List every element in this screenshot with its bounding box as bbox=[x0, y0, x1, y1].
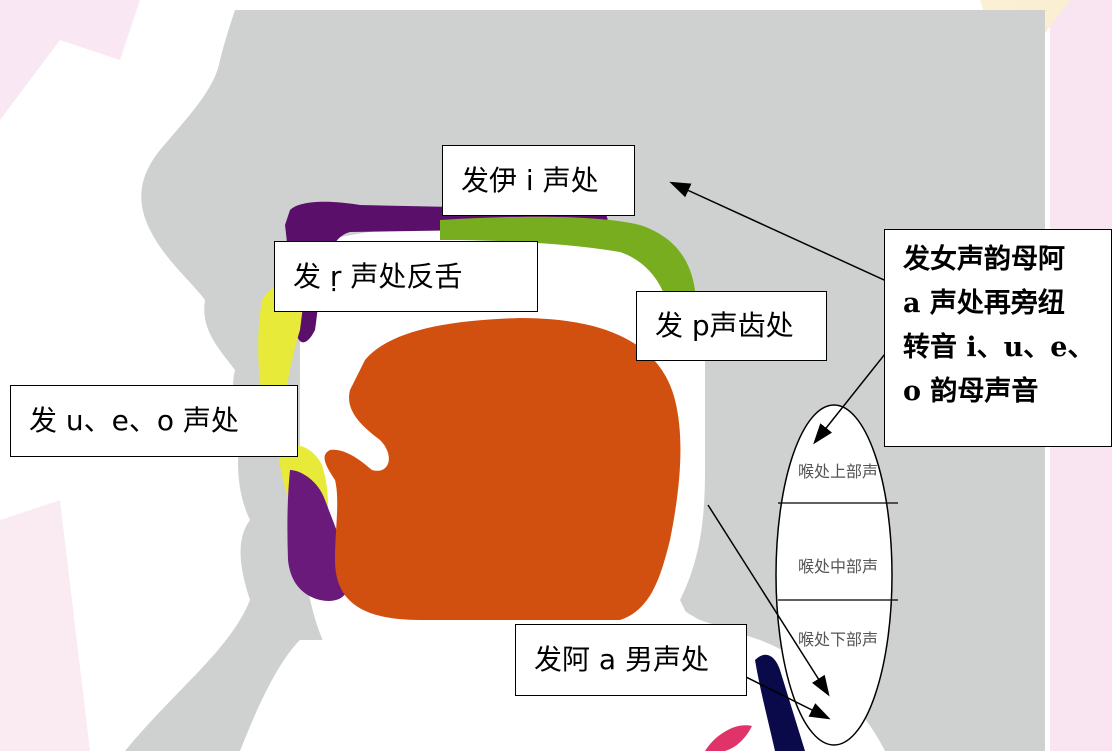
arrow-to-i-box bbox=[669, 181, 896, 286]
throat-upper-label: 喉处上部声 bbox=[798, 462, 879, 481]
label-r-sound: 发 ṛ 声处反舌 bbox=[274, 241, 538, 312]
soft-palate bbox=[440, 216, 695, 332]
label-i-sound: 发伊 i 声处 bbox=[442, 145, 635, 216]
female-line-1: 发女声韵母阿 bbox=[903, 244, 1065, 275]
label-a-male: 发阿 a 男声处 bbox=[515, 624, 747, 696]
tongue bbox=[324, 318, 681, 620]
throat-middle-label: 喉处中部声 bbox=[798, 557, 879, 576]
female-line-4: o 韵母声音 bbox=[903, 376, 1039, 407]
label-female-vowels: 发女声韵母阿 a 声处再旁纽 转音 i、u、e、 o 韵母声音 bbox=[884, 229, 1112, 447]
arrow-into-throat bbox=[707, 504, 830, 697]
vocal-cord bbox=[755, 654, 805, 751]
epiglottis bbox=[705, 725, 752, 751]
throat-lower-label: 喉处下部声 bbox=[798, 630, 879, 649]
label-p-sound: 发 p声齿处 bbox=[636, 291, 827, 361]
female-line-3: 转音 i、u、e、 bbox=[903, 332, 1095, 363]
female-line-2: a 声处再旁纽 bbox=[903, 288, 1065, 319]
throat-oval bbox=[775, 404, 893, 746]
lower-jaw bbox=[287, 470, 351, 601]
label-ueo-sound: 发 u、e、o 声处 bbox=[10, 385, 298, 457]
